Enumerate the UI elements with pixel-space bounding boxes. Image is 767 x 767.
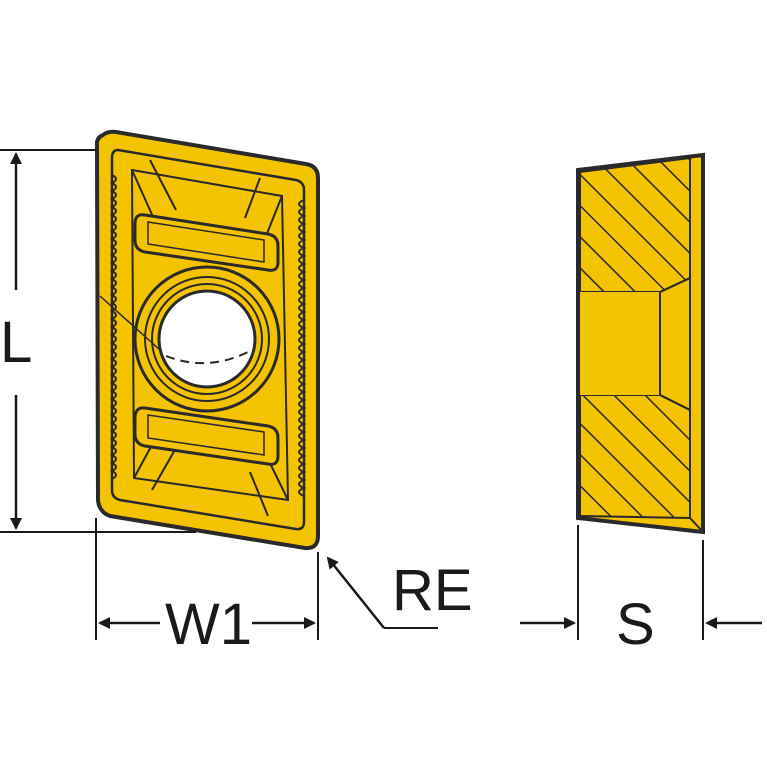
- serrations-left: [109, 174, 117, 480]
- section-hatch-lower: [579, 394, 691, 520]
- dimension-l: L: [0, 149, 196, 533]
- label-l: L: [0, 310, 32, 375]
- edge-line: [99, 295, 161, 351]
- screw-hole: [133, 265, 281, 413]
- section-bore: [580, 292, 660, 395]
- dimension-s: S: [520, 525, 762, 657]
- lower-slot: [133, 406, 280, 466]
- section-hatch-upper: [579, 156, 691, 293]
- insert-section-view: [576, 152, 705, 535]
- serrations-right: [298, 199, 307, 497]
- upper-slot: [133, 213, 280, 272]
- callout-re: RE: [326, 556, 473, 629]
- insert-front-view: [94, 129, 320, 551]
- dimension-w1: W1: [95, 518, 319, 657]
- label-w1: W1: [165, 592, 252, 657]
- label-re: RE: [392, 558, 473, 623]
- label-s: S: [616, 592, 655, 657]
